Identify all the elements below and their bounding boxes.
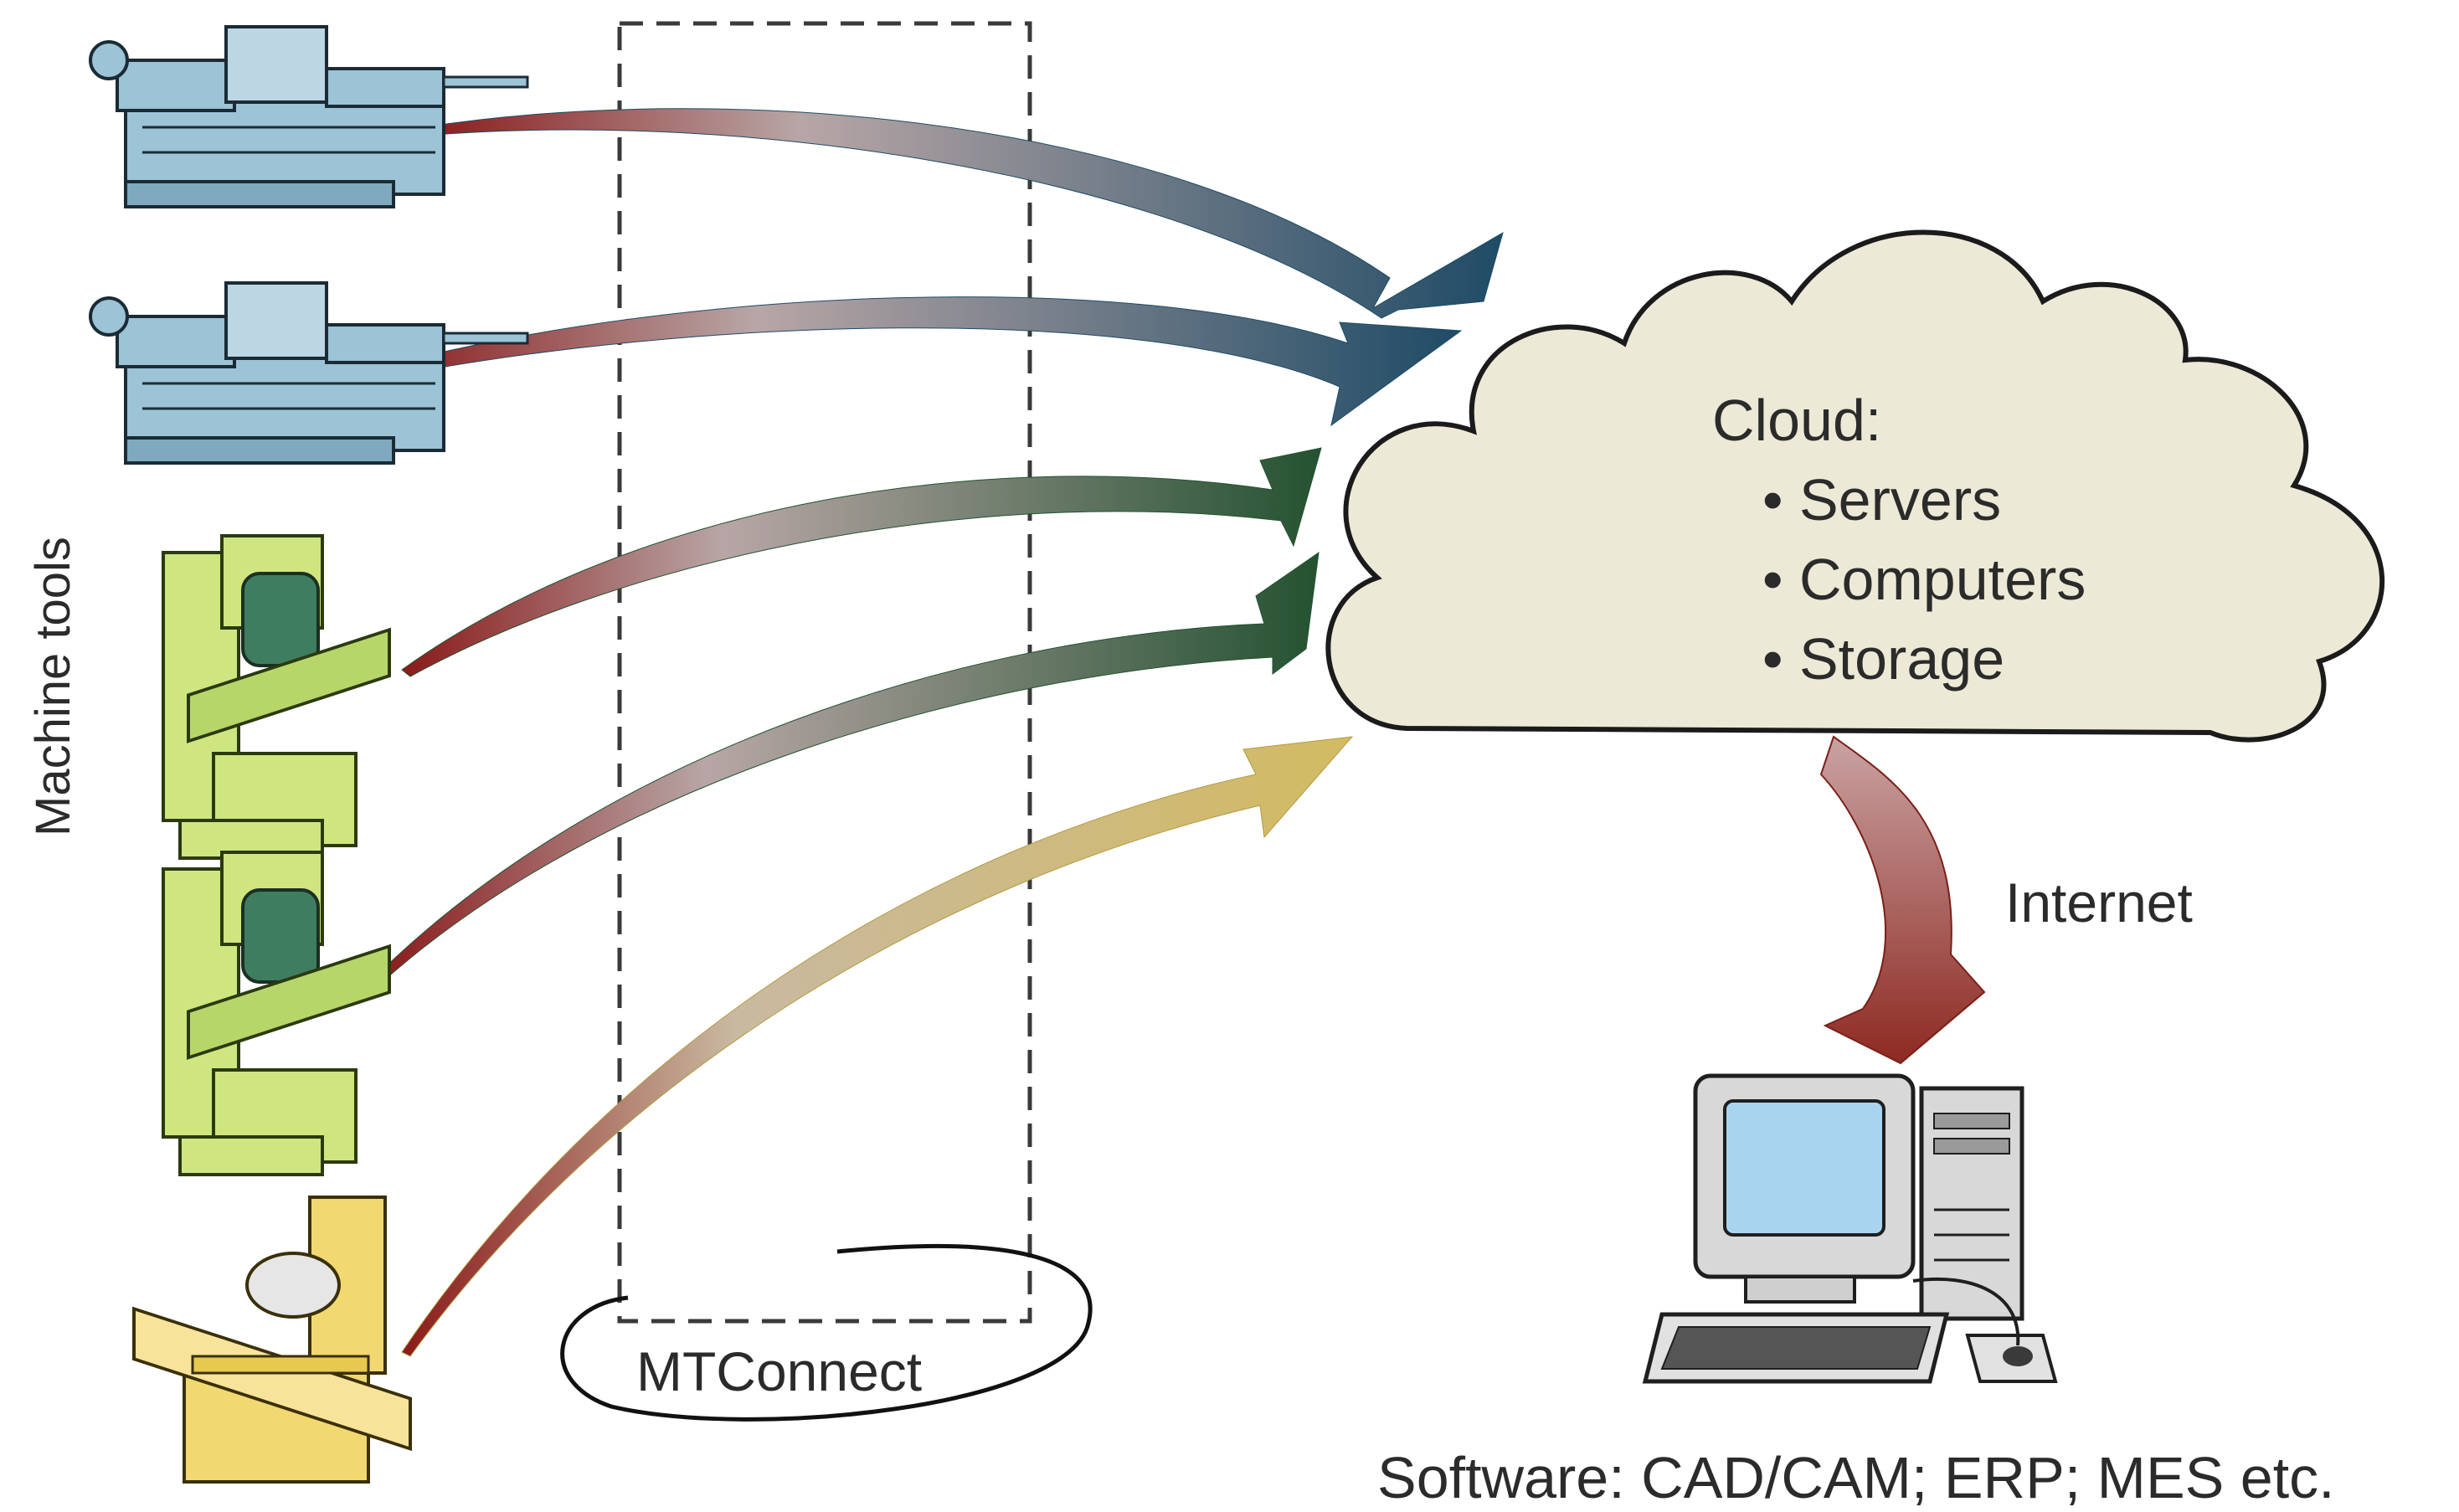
- cloud-icon: [1325, 229, 2384, 743]
- desktop-computer-icon: [1642, 1073, 2058, 1384]
- milling-machine-icon: [162, 534, 391, 860]
- bullet: •: [1762, 467, 1783, 532]
- lathe-icon: [89, 25, 529, 208]
- mtconnect-layer-box: [617, 21, 1032, 1324]
- cloud-item-computers: • Computers: [1712, 540, 2086, 620]
- arrow-grinder: [401, 736, 1354, 1357]
- cloud-item-servers: • Servers: [1712, 460, 2086, 540]
- cloud-text: Cloud: • Servers • Computers • Storage: [1712, 381, 2086, 699]
- cloud-item-label: Servers: [1798, 467, 2002, 532]
- data-arrows: [376, 108, 1504, 1357]
- mtconnect-label: MTConnect: [636, 1340, 923, 1402]
- internet-label: Internet: [2005, 872, 2193, 933]
- bullet: •: [1762, 626, 1783, 692]
- cloud-title: Cloud:: [1712, 388, 1882, 453]
- bullet: •: [1762, 547, 1783, 612]
- internet-arrow: [1819, 735, 1986, 1065]
- arrow-lathe-2: [376, 296, 1463, 427]
- milling-machine-icon: [162, 851, 391, 1176]
- software-label: Software: CAD/CAM; ERP; MES etc.: [1377, 1445, 2335, 1510]
- cloud-item-label: Computers: [1798, 547, 2086, 612]
- lathe-icon: [89, 281, 529, 465]
- cloud-item-storage: • Storage: [1712, 620, 2086, 699]
- arrow-mill-2: [376, 551, 1320, 980]
- grinder-icon: [132, 1196, 412, 1484]
- cloud-item-label: Storage: [1798, 626, 2005, 692]
- arrow-mill-1: [401, 447, 1322, 677]
- arrow-lathe-1: [422, 108, 1504, 319]
- machine-tools-label: Machine tools: [26, 537, 80, 836]
- mtconnect-ellipse: [560, 1244, 1093, 1422]
